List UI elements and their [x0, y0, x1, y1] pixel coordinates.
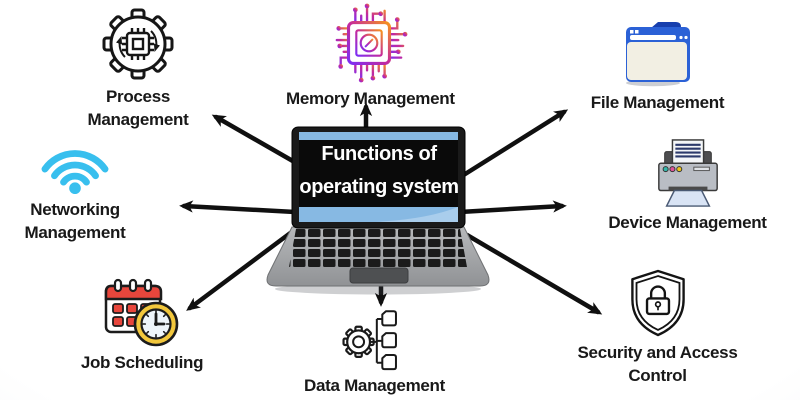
node-label-networking-management: Networking Management [24, 200, 126, 242]
node-label-memory-management: Memory Management [286, 89, 455, 108]
node-process-management: Process Management [58, 6, 218, 131]
laptop-icon [266, 126, 490, 295]
shield-lock-icon [630, 269, 685, 337]
arrow-to-security-access-control [464, 232, 603, 315]
node-label-device-management: Device Management [608, 213, 767, 232]
node-device-management: Device Management [605, 138, 770, 234]
diagram-title: Functions of operating system [299, 138, 459, 204]
arrow-to-device-management [457, 200, 567, 215]
node-memory-management: Memory Management [286, 2, 455, 110]
arrow-to-process-management [211, 114, 301, 167]
gear-chip-icon [102, 8, 174, 80]
diagram-title-line2: operating system [299, 176, 459, 198]
folder-icon [625, 22, 690, 87]
gear-folders-icon [341, 310, 397, 371]
node-job-scheduling: Job Scheduling [62, 278, 222, 374]
node-label-process-management: Process Management [87, 87, 189, 129]
node-label-file-management: File Management [590, 93, 725, 112]
arrow-to-job-scheduling [186, 228, 296, 311]
diagram-title-line1: Functions of [321, 143, 437, 165]
wifi-icon [41, 150, 109, 195]
arrow-to-networking-management [179, 200, 298, 215]
node-file-management: File Management [575, 18, 740, 114]
arrow-to-file-management [459, 109, 569, 179]
node-networking-management: Networking Management [0, 137, 150, 244]
calendar-clock-icon [104, 278, 179, 347]
node-label-data-management: Data Management [304, 376, 445, 395]
node-label-job-scheduling: Job Scheduling [80, 353, 204, 372]
printer-icon [657, 139, 718, 207]
node-label-security-access-control: Security and Access Control [577, 343, 738, 385]
node-security-access-control: Security and Access Control [575, 268, 740, 387]
node-data-management: Data Management [292, 309, 457, 397]
memory-chip-icon [335, 3, 407, 83]
